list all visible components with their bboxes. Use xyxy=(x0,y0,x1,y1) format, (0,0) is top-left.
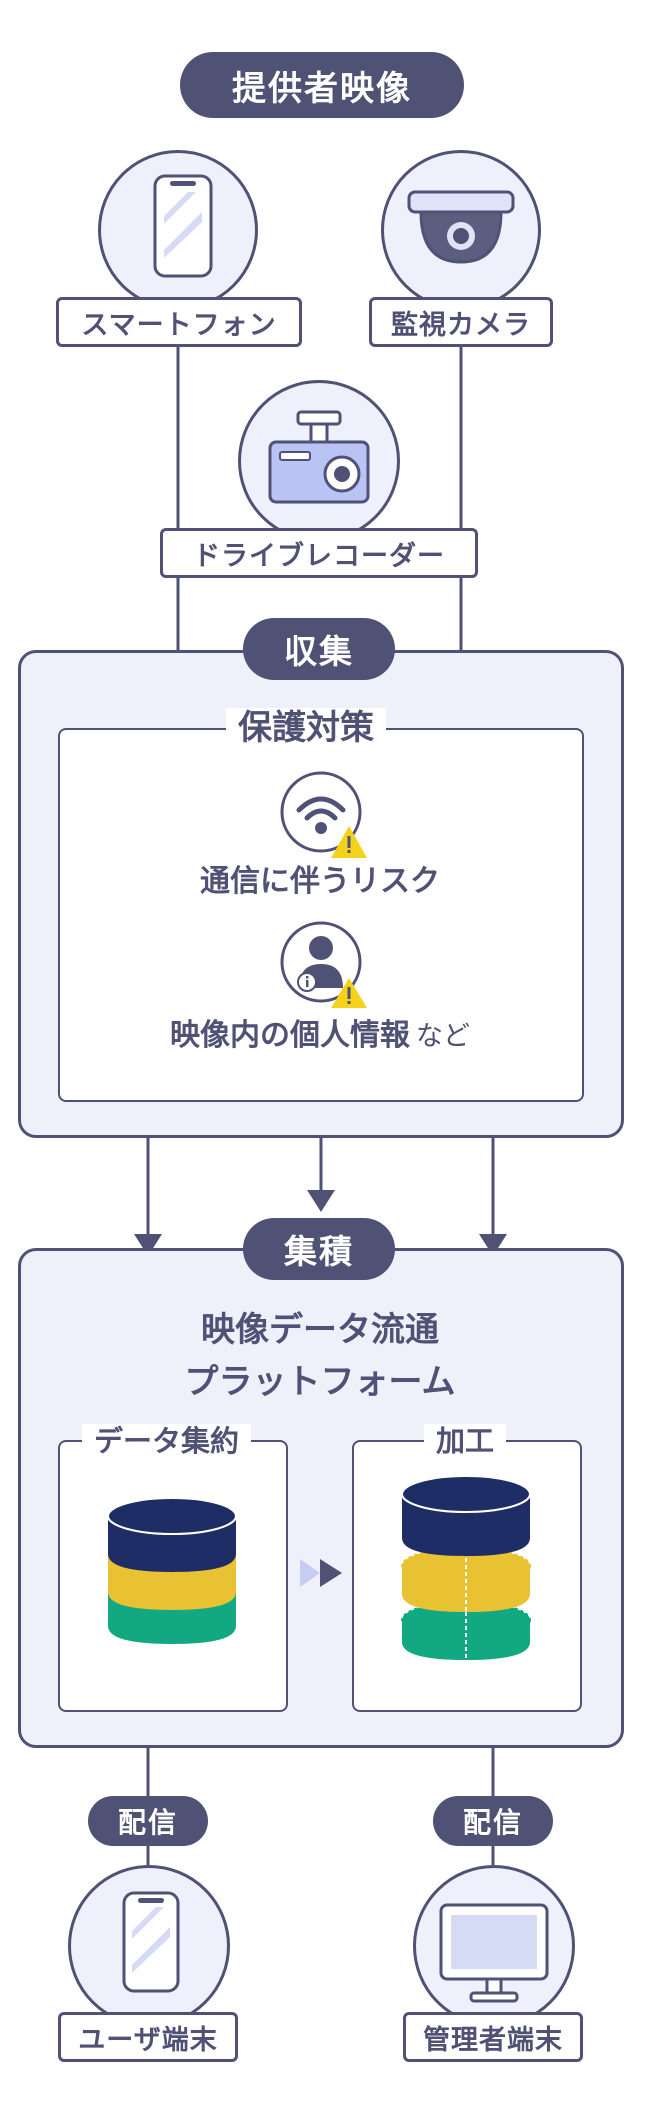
smartphone-circle xyxy=(98,150,258,310)
dashcam-icon xyxy=(268,410,370,504)
security-camera-icon xyxy=(407,190,515,264)
process-title: 加工 xyxy=(424,1424,507,1458)
smartphone-icon xyxy=(122,1891,180,1993)
arrow-down-right xyxy=(479,1234,507,1256)
protection-title: 保護対策 xyxy=(226,708,386,748)
dashcam-label: ドライブレコーダー xyxy=(160,528,478,578)
arrow-down-center xyxy=(307,1190,335,1212)
monitor-icon xyxy=(439,1903,549,2003)
processed-database-icon xyxy=(401,1475,531,1660)
provider-video-title: 提供者映像 xyxy=(180,52,464,118)
delivery-badge-left: 配信 xyxy=(88,1796,208,1846)
database-stack-icon xyxy=(107,1497,237,1644)
platform-title-line2: プラットフォーム xyxy=(184,1362,456,1402)
wifi-warning-icon xyxy=(280,771,367,858)
platform-title-line1: 映像データ流通 xyxy=(201,1310,439,1350)
dashcam-circle xyxy=(238,380,400,542)
smartphone-icon xyxy=(153,174,213,278)
collect-badge: 収集 xyxy=(243,618,395,680)
risk-personal-info: 映像内の個人情報など xyxy=(170,1018,470,1053)
accumulate-badge: 集積 xyxy=(243,1218,395,1280)
personal-info-warning-icon xyxy=(280,921,367,1008)
delivery-badge-right: 配信 xyxy=(433,1796,553,1846)
smartphone-label: スマートフォン xyxy=(56,297,302,347)
user-terminal-label: ユーザ端末 xyxy=(58,2012,238,2062)
camera-circle xyxy=(381,150,541,310)
camera-label: 監視カメラ xyxy=(369,297,553,347)
user-terminal-circle xyxy=(68,1865,230,2027)
arrow-down-left xyxy=(134,1234,162,1256)
admin-terminal-circle xyxy=(413,1865,575,2027)
aggregate-title: データ集約 xyxy=(82,1424,252,1458)
admin-terminal-label: 管理者端末 xyxy=(403,2012,583,2062)
risk-communication: 通信に伴うリスク xyxy=(200,864,440,899)
double-chevron-icon xyxy=(300,1559,342,1587)
